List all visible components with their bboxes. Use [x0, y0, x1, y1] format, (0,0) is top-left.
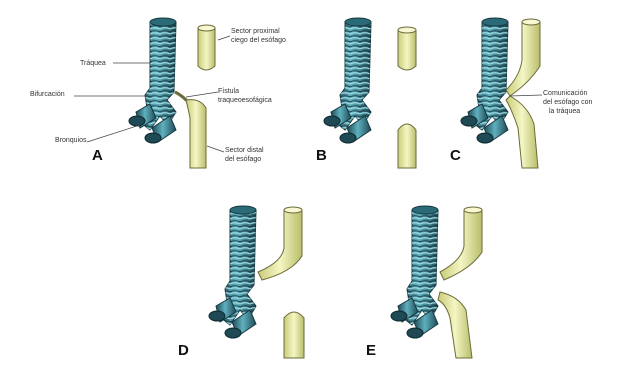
label-distal-line2: del esófago	[225, 156, 261, 163]
trachea-a	[129, 18, 176, 143]
label-fistula-line2: traqueoesofágica	[218, 97, 272, 104]
panel-letter-c: C	[450, 147, 461, 164]
label-distal-line1: Sector distal	[225, 147, 264, 154]
panel-b: B	[316, 18, 416, 168]
panel-letter-b: B	[316, 147, 327, 164]
label-proximal-line2: ciego del esófago	[231, 37, 286, 44]
esophagus-distal-d	[284, 312, 304, 358]
panel-d: D	[178, 206, 304, 359]
label-communication-line2: del esófago con	[543, 99, 593, 106]
esophagus-distal-b	[398, 124, 416, 168]
panel-e: E	[366, 206, 482, 359]
esophagus-distal-a	[186, 100, 206, 168]
panel-letter-e: E	[366, 342, 376, 359]
trachea-e	[391, 206, 438, 338]
esophagus-proximal-b	[398, 27, 416, 70]
panel-letter-a: A	[92, 147, 103, 164]
panel-letter-d: D	[178, 342, 189, 359]
panel-a: Tráquea Bifurcación Bronquios Sector pro…	[30, 18, 286, 168]
label-bifurcation: Bifurcación	[30, 91, 65, 98]
label-fistula-line1: Fístula	[218, 88, 239, 95]
trachea-d	[209, 206, 256, 338]
esophagus-proximal-d	[258, 207, 302, 280]
label-bronchi: Bronquios	[55, 137, 87, 144]
trachea-b	[324, 18, 371, 143]
label-proximal-line1: Sector proximal	[231, 28, 280, 35]
label-trachea: Tráquea	[80, 60, 106, 67]
label-communication-line3: la tráquea	[549, 108, 580, 115]
label-communication-line1: Comunicación	[543, 90, 587, 97]
esophagus-c	[506, 19, 540, 168]
esophagus-e	[438, 207, 482, 358]
trachea-c	[461, 18, 508, 143]
panel-c: Comunicación del esófago con la tráquea …	[450, 18, 593, 168]
esophagus-proximal-a	[198, 25, 215, 70]
